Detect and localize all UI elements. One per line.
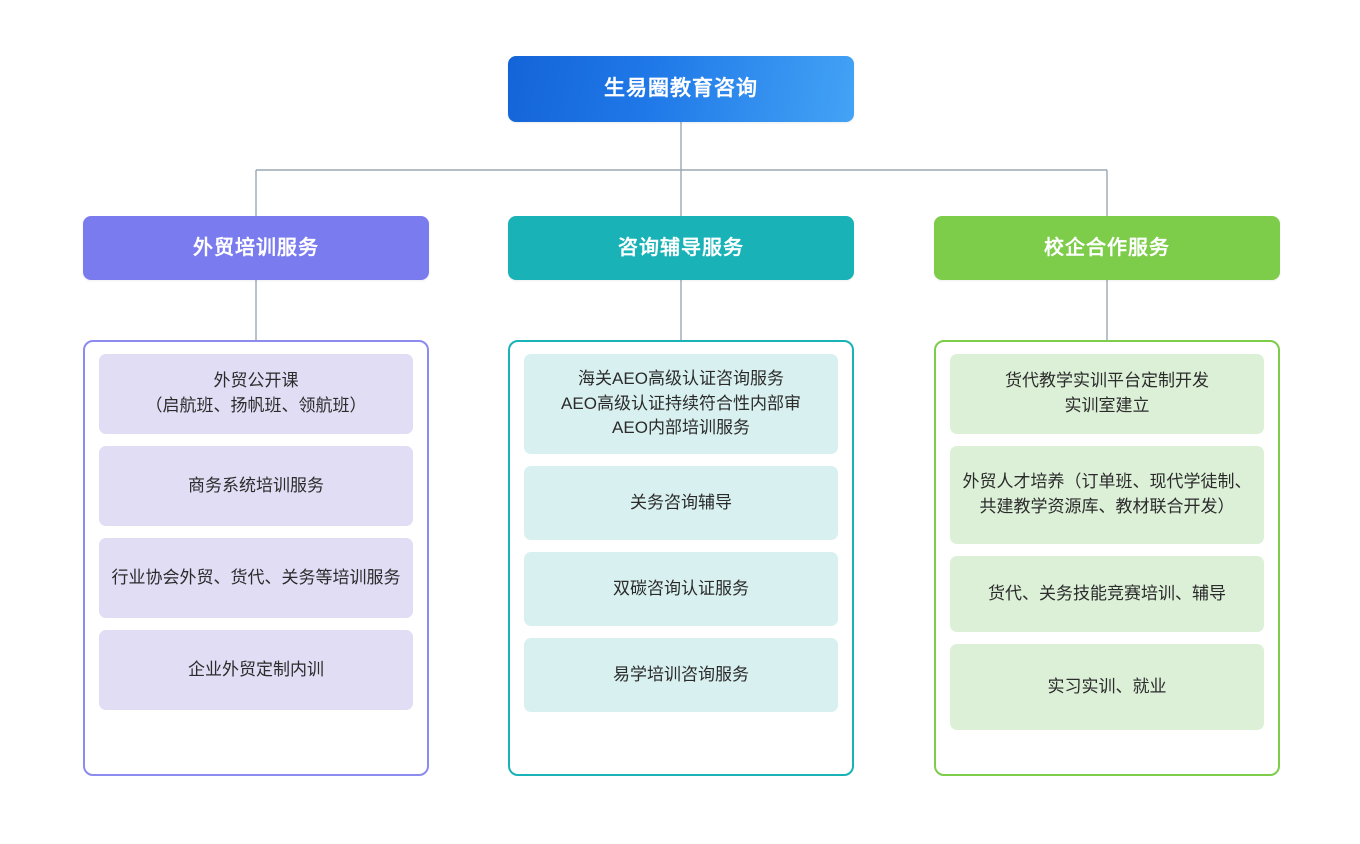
leaf-card[interactable]: 易学培训咨询服务 (524, 638, 838, 712)
branch-column-xiaoqi-hezuo: 校企合作服务 货代教学实训平台定制开发 实训室建立 外贸人才培养（订单班、现代学… (934, 216, 1280, 776)
leaf-card[interactable]: 货代、关务技能竞赛培训、辅导 (950, 556, 1264, 632)
leaf-card[interactable]: 企业外贸定制内训 (99, 630, 413, 710)
branch-panel-waimao-peixun: 外贸公开课 （启航班、扬帆班、领航班） 商务系统培训服务 行业协会外贸、货代、关… (83, 340, 429, 776)
branch-header-waimao-peixun[interactable]: 外贸培训服务 (83, 216, 429, 280)
leaf-card[interactable]: 外贸人才培养（订单班、现代学徒制、共建教学资源库、教材联合开发） (950, 446, 1264, 544)
leaf-card[interactable]: 海关AEO高级认证咨询服务 AEO高级认证持续符合性内部审 AEO内部培训服务 (524, 354, 838, 454)
root-node-label: 生易圈教育咨询 (604, 77, 758, 101)
branch-header-xiaoqi-hezuo[interactable]: 校企合作服务 (934, 216, 1280, 280)
branch-panel-zixun-fudao: 海关AEO高级认证咨询服务 AEO高级认证持续符合性内部审 AEO内部培训服务 … (508, 340, 854, 776)
branch-header-label: 咨询辅导服务 (618, 237, 744, 259)
leaf-card[interactable]: 商务系统培训服务 (99, 446, 413, 526)
branch-header-label: 外贸培训服务 (193, 237, 319, 259)
branch-header-label: 校企合作服务 (1044, 237, 1170, 259)
root-node[interactable]: 生易圈教育咨询 (508, 56, 854, 122)
branch-column-waimao-peixun: 外贸培训服务 外贸公开课 （启航班、扬帆班、领航班） 商务系统培训服务 行业协会… (83, 216, 429, 776)
leaf-card[interactable]: 实习实训、就业 (950, 644, 1264, 730)
branch-panel-xiaoqi-hezuo: 货代教学实训平台定制开发 实训室建立 外贸人才培养（订单班、现代学徒制、共建教学… (934, 340, 1280, 776)
branch-header-zixun-fudao[interactable]: 咨询辅导服务 (508, 216, 854, 280)
leaf-card[interactable]: 关务咨询辅导 (524, 466, 838, 540)
branch-column-zixun-fudao: 咨询辅导服务 海关AEO高级认证咨询服务 AEO高级认证持续符合性内部审 AEO… (508, 216, 854, 776)
leaf-card[interactable]: 双碳咨询认证服务 (524, 552, 838, 626)
leaf-card[interactable]: 货代教学实训平台定制开发 实训室建立 (950, 354, 1264, 434)
leaf-card[interactable]: 外贸公开课 （启航班、扬帆班、领航班） (99, 354, 413, 434)
leaf-card[interactable]: 行业协会外贸、货代、关务等培训服务 (99, 538, 413, 618)
